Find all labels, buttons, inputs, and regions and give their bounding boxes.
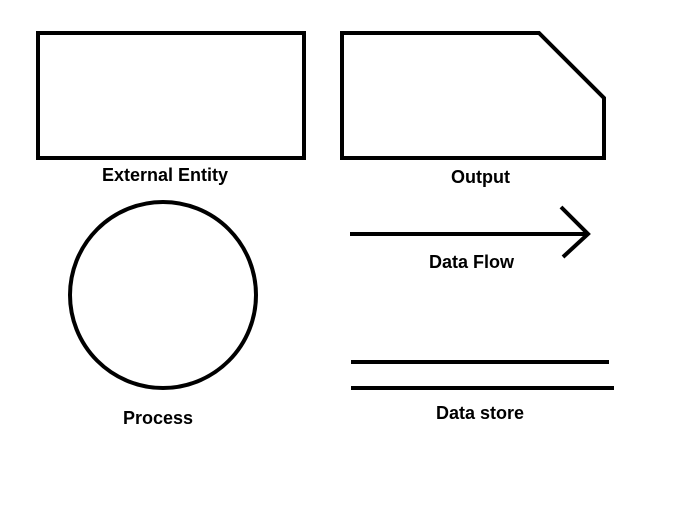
output-label: Output	[451, 167, 510, 187]
data-flow-label: Data Flow	[429, 252, 515, 272]
data-flow-arrow-head	[559, 205, 591, 259]
external-entity-label: External Entity	[102, 165, 229, 185]
process-label: Process	[123, 408, 194, 428]
process-shape	[68, 200, 258, 390]
data-store-shape	[351, 360, 614, 390]
data-flow-arrow	[350, 205, 591, 259]
external-entity-shape	[36, 31, 306, 160]
output-shape	[340, 31, 606, 160]
data-store-label: Data store	[436, 403, 525, 423]
